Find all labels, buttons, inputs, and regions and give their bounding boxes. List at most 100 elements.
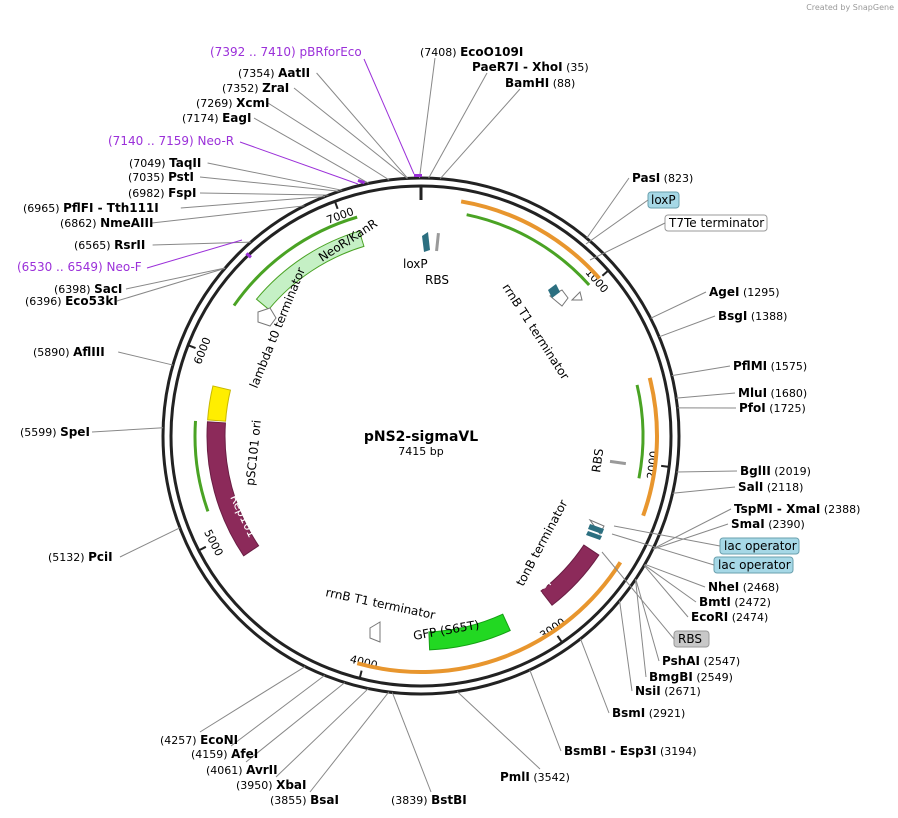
site-label: (7269) XcmI — [196, 96, 269, 110]
pSC101-label: pSC101 ori — [243, 419, 264, 486]
site-label: (6565) RsrII — [74, 238, 145, 252]
site-leader-line — [529, 669, 562, 752]
green-arc-top — [466, 213, 591, 286]
tick-mark — [198, 545, 207, 552]
site-label: (4257) EcoNI — [160, 733, 238, 747]
site-label: (3855) BsaI — [270, 793, 339, 807]
site-label: BglII (2019) — [740, 464, 811, 478]
boxed-feature-labels: loxP T7Te terminator lac operator lac op… — [585, 191, 800, 648]
orange-arc-right — [641, 377, 659, 517]
site-leader-line — [152, 241, 251, 246]
site-leader-line — [180, 196, 326, 209]
plasmid-length: 7415 bp — [398, 445, 443, 458]
tick-label: 5000 — [201, 527, 225, 558]
site-label: TspMI - XmaI (2388) — [734, 502, 860, 516]
site-label: (7049) TaqII — [129, 156, 201, 170]
site-leader-line — [644, 563, 706, 588]
site-label: (6965) PflFI - Tth111I — [23, 201, 159, 215]
primers: (7392 .. 7410) pBRforEco (7140 .. 7159) … — [17, 45, 422, 274]
site-label: EcoRI (2474) — [691, 610, 768, 624]
site-label: (7352) ZraI — [222, 81, 289, 95]
site-leader-line — [207, 162, 343, 191]
site-label: BamHI (88) — [505, 76, 575, 90]
site-label: BmtI (2472) — [699, 595, 771, 609]
tick-mark — [661, 464, 670, 468]
site-leader-line — [635, 579, 647, 678]
rbs-box: RBS — [601, 551, 710, 648]
site-leader-line — [245, 682, 346, 763]
site-leader-line — [199, 176, 340, 192]
site-label: PshAI (2547) — [662, 654, 740, 668]
neoR-label: NeoR/KanR — [316, 216, 380, 264]
orange-arc-top — [460, 199, 601, 280]
site-leader-line — [652, 508, 732, 550]
site-label: (7354) AatII — [238, 66, 310, 80]
site-label: (6398) SacI — [54, 282, 122, 296]
site-label: (3839) BstBI — [391, 793, 467, 807]
site-leader-line — [428, 72, 488, 179]
svg-text:loxP: loxP — [651, 193, 676, 207]
site-leader-line — [275, 688, 369, 778]
rbs-top-mark — [435, 232, 440, 252]
svg-text:lac operator: lac operator — [718, 558, 791, 572]
tick-mark — [358, 670, 363, 679]
lac-operator-mark-1 — [588, 524, 604, 534]
site-label: (5890) AflIII — [33, 345, 105, 359]
site-leader-line — [644, 564, 697, 603]
green-arc-right — [635, 384, 645, 479]
site-leader-line — [199, 192, 329, 196]
tick-mark — [601, 269, 610, 277]
site-leader-line — [253, 117, 369, 184]
rrnB-bottom-arrow — [369, 621, 381, 643]
site-leader-line — [658, 315, 716, 338]
site-label: MluI (1680) — [738, 386, 807, 400]
site-label: SmaI (2390) — [731, 517, 805, 531]
site-label: BsmBI - Esp3I (3194) — [564, 744, 697, 758]
site-label: (5599) SpeI — [20, 425, 90, 439]
site-label: PasI (823) — [632, 171, 693, 185]
rbs-right-label: RBS — [589, 448, 606, 474]
primer-neoR: (7140 .. 7159) Neo-R — [108, 134, 234, 148]
site-leader-line — [119, 527, 181, 558]
tick-label: 6000 — [191, 335, 213, 366]
site-label: (6396) Eco53kI — [25, 294, 118, 308]
loxP-mark — [422, 232, 430, 252]
site-leader-line — [676, 392, 736, 399]
site-leader-line — [652, 523, 729, 550]
site-leader-line — [116, 267, 226, 302]
site-label: (7408) EcoO109I — [420, 45, 523, 59]
site-label: BsgI (1388) — [718, 309, 787, 323]
primer-neoF: (6530 .. 6549) Neo-F — [17, 260, 142, 274]
rbs-top-label: RBS — [425, 273, 449, 287]
svg-text:lac operator: lac operator — [724, 539, 797, 553]
site-leader-line — [230, 674, 325, 747]
site-label: SalI (2118) — [738, 480, 803, 494]
green-arc-left — [193, 420, 210, 512]
site-leader-line — [118, 351, 174, 366]
site-label: (5132) PciI — [48, 550, 113, 564]
tick-mark — [187, 344, 196, 350]
loxP-right-mark — [548, 284, 560, 298]
site-leader-lines — [91, 57, 738, 793]
lambda-t0-arrow — [257, 307, 277, 327]
site-leader-line — [151, 205, 305, 224]
site-label: PaeR7I - XhoI (35) — [472, 60, 589, 74]
site-label: AgeI (1295) — [709, 285, 780, 299]
site-label: (6862) NmeAIII — [60, 216, 153, 230]
site-leader-line — [439, 88, 521, 180]
site-label: (3950) XbaI — [236, 778, 306, 792]
site-label: (4159) AfeI — [191, 747, 258, 761]
svg-text:RBS: RBS — [678, 632, 702, 646]
rrnB-bottom-label: rrnB T1 terminator — [324, 585, 436, 622]
svg-text:T7Te terminator: T7Te terminator — [668, 216, 764, 230]
loxP-label: loxP — [403, 257, 428, 271]
site-label: BsmI (2921) — [612, 706, 685, 720]
site-label: BmgBI (2549) — [649, 670, 733, 684]
site-leader-line — [125, 267, 226, 290]
rbs-right-mark — [609, 459, 627, 466]
site-leader-line — [309, 691, 390, 793]
site-leader-line — [643, 565, 689, 618]
site-leader-line — [672, 486, 736, 494]
pSC101-ori-feature: pSC101 ori — [207, 385, 264, 486]
